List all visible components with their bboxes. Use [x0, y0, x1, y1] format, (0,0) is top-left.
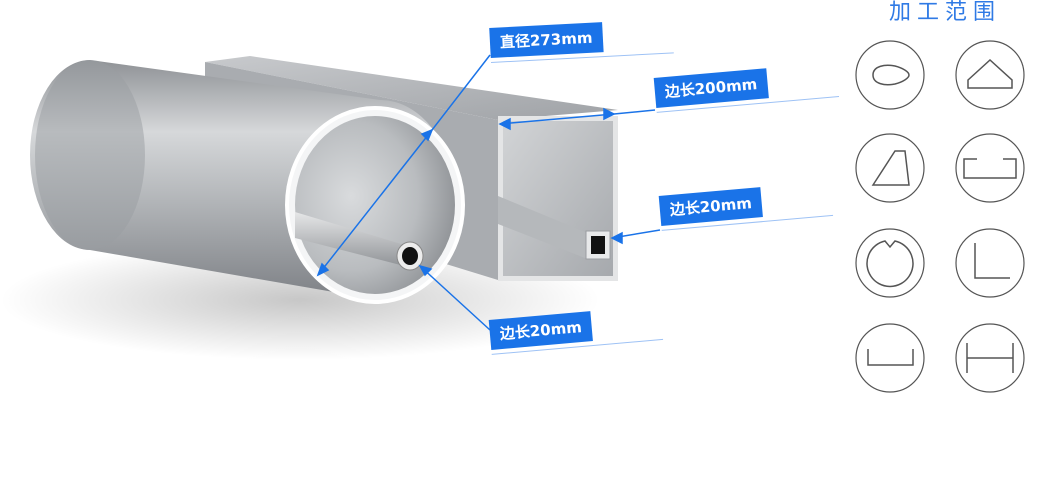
- processing-range-panel: 加工范围: [850, 0, 1040, 410]
- u-channel-profile-icon: [855, 323, 925, 393]
- diameter-label: 直径273mm: [489, 22, 604, 58]
- processing-range-title: 加工范围: [888, 0, 1001, 25]
- notched-circle-profile-icon: [855, 228, 925, 298]
- dimension-lines: [316, 54, 661, 331]
- small-square-tube-hole: [591, 236, 605, 254]
- floor-shadow: [0, 240, 600, 360]
- angle-profile-icon: [955, 228, 1025, 298]
- small-round-tube: [295, 212, 412, 268]
- square-tube-top: [205, 56, 618, 120]
- h-beam-profile-icon: [955, 323, 1025, 393]
- pentagon-profile-icon: [955, 40, 1025, 110]
- teardrop-profile-icon: [855, 40, 925, 110]
- small-round-tube-hole: [402, 247, 418, 265]
- c-channel-profile-icon: [955, 133, 1025, 203]
- trapezoid-profile-icon: [855, 133, 925, 203]
- small-square-tube: [498, 196, 608, 258]
- round-pipe-cap-shade: [35, 60, 145, 250]
- round-pipe-opening: [295, 116, 455, 294]
